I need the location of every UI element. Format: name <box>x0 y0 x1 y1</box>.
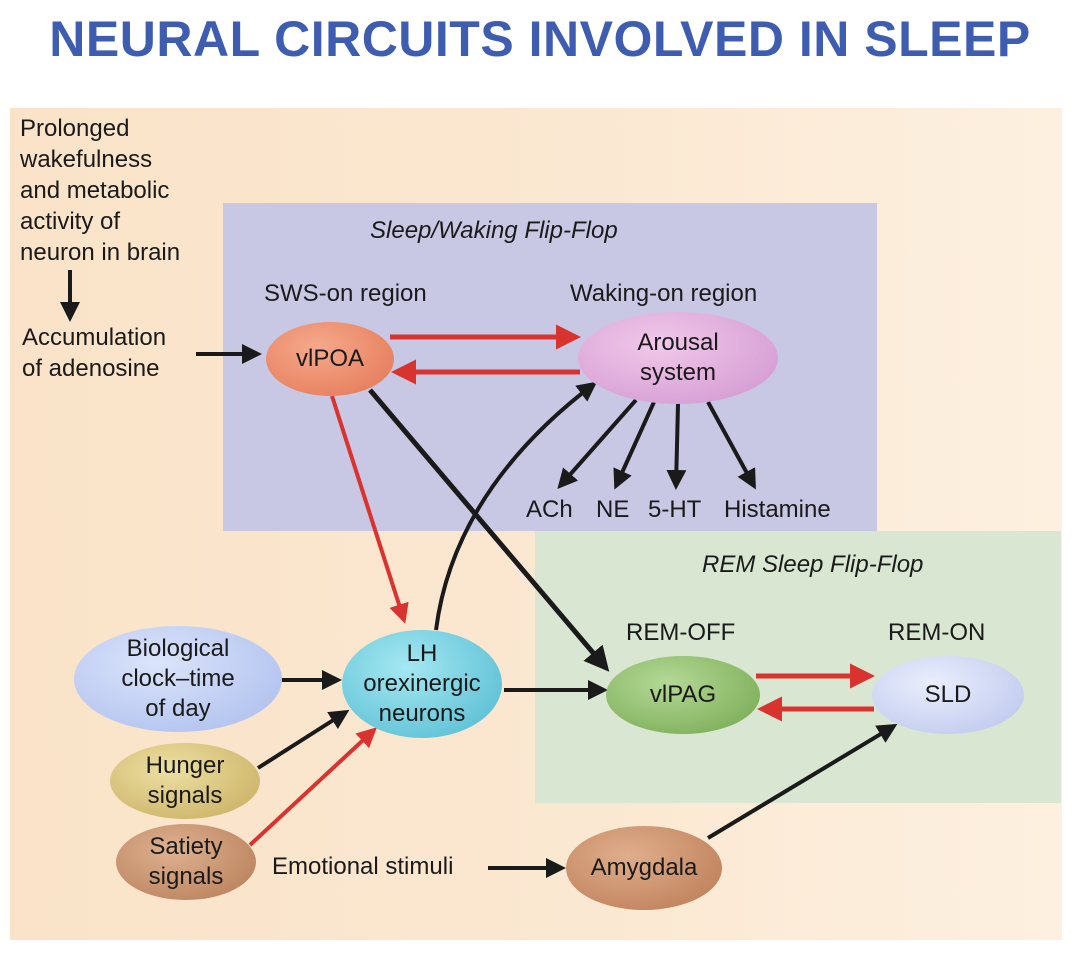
arrow-arousal-to-ach <box>557 398 638 489</box>
arrow-lh-to-arousal <box>434 381 598 631</box>
waking-on-label: Waking-on region <box>570 280 758 307</box>
arrow-amygdala-to-sld <box>706 723 898 840</box>
sld-node: SLD <box>872 656 1024 734</box>
flipflop-title: Sleep/Waking Flip-Flop <box>370 217 618 244</box>
amygdala-node: Amygdala <box>566 826 722 910</box>
satiety-signals-node: Satiety signals <box>116 824 256 900</box>
hunger-signals-node: Hunger signals <box>110 743 260 819</box>
arrow-vlpoa-to-vlpag <box>368 388 610 672</box>
vlpoa-node: vlPOA <box>266 322 394 396</box>
arrow-arousal-to-histamine <box>706 401 756 490</box>
arrow-vlpoa-to-lh <box>330 395 409 624</box>
sws-on-label: SWS-on region <box>264 280 427 307</box>
rem-off-label: REM-OFF <box>626 619 736 646</box>
page-title: NEURAL CIRCUITS INVOLVED IN SLEEP <box>49 11 1031 67</box>
ach-label: ACh <box>526 496 573 523</box>
adenosine-label: Accumulation of adenosine <box>22 324 167 382</box>
emotional-stimuli-label: Emotional stimuli <box>272 853 454 880</box>
histamine-label: Histamine <box>724 496 831 523</box>
arrow-arousal-to-5ht <box>666 403 687 490</box>
biological-clock-node: Biological clock–time of day <box>74 626 282 732</box>
rem-flipflop-title: REM Sleep Flip-Flop <box>702 551 924 578</box>
vlpag-node: vlPAG <box>606 656 760 734</box>
rem-on-label: REM-ON <box>888 619 986 646</box>
prolonged-wakefulness-label: Prolonged wakefulness and metabolic acti… <box>20 115 181 266</box>
ne-label: NE <box>596 496 630 523</box>
arrow-arousal-to-ne <box>613 401 656 490</box>
arrow-hunger-to-lh <box>256 709 350 770</box>
arousal-system-node: Arousal system <box>578 312 778 404</box>
5ht-label: 5-HT <box>648 496 702 523</box>
lh-orexinergic-node: LH orexinergic neurons <box>342 630 502 738</box>
arrow-satiety-to-lh <box>248 727 377 847</box>
